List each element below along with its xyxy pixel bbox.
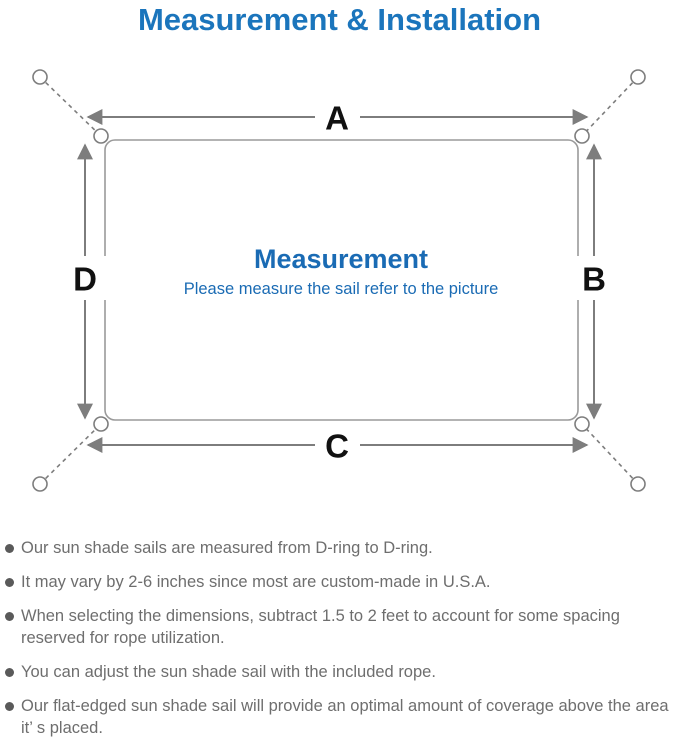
d-ring-top-left-icon — [93, 128, 109, 144]
measurement-diagram: A B C D Measurement Please measure the s… — [0, 60, 679, 520]
list-item: It may vary by 2-6 inches since most are… — [5, 571, 669, 593]
bullet-icon — [5, 668, 14, 677]
diagram-center-heading: Measurement — [254, 244, 428, 274]
note-text: When selecting the dimensions, subtract … — [21, 607, 620, 647]
label-gap-c — [315, 424, 360, 466]
bullet-icon — [5, 612, 14, 621]
list-item: You can adjust the sun shade sail with t… — [5, 661, 669, 683]
d-ring-top-right-icon — [574, 128, 590, 144]
note-text: Our sun shade sails are measured from D-… — [21, 539, 433, 557]
tie-line-bottom-right — [578, 420, 639, 485]
list-item: Our flat-edged sun shade sail will provi… — [5, 695, 669, 739]
dimension-label-a: A — [325, 100, 349, 137]
label-gap-d — [63, 256, 107, 300]
bullet-icon — [5, 544, 14, 553]
list-item: When selecting the dimensions, subtract … — [5, 605, 669, 649]
note-text: You can adjust the sun shade sail with t… — [21, 663, 436, 681]
anchor-ring-top-right-icon — [630, 69, 646, 85]
note-text: Our flat-edged sun shade sail will provi… — [21, 697, 669, 737]
tie-line-bottom-left — [39, 420, 105, 485]
notes-list: Our sun shade sails are measured from D-… — [0, 537, 679, 739]
dimension-label-b: B — [582, 261, 606, 298]
d-ring-bottom-right-icon — [574, 416, 590, 432]
anchor-ring-bottom-left-icon — [32, 476, 48, 492]
anchor-ring-top-left-icon — [32, 69, 48, 85]
list-item: Our sun shade sails are measured from D-… — [5, 537, 669, 559]
anchor-ring-bottom-right-icon — [630, 476, 646, 492]
tie-line-top-left — [39, 76, 105, 140]
sail-diagram-canvas: A B C D Measurement Please measure the s… — [32, 69, 646, 492]
d-ring-bottom-left-icon — [93, 416, 109, 432]
label-gap-a — [315, 96, 360, 138]
bullet-icon — [5, 578, 14, 587]
label-gap-b — [572, 256, 616, 300]
diagram-center-subheading: Please measure the sail refer to the pic… — [184, 280, 499, 298]
tie-line-top-right — [578, 76, 639, 140]
dimension-label-c: C — [325, 428, 349, 465]
note-text: It may vary by 2-6 inches since most are… — [21, 573, 491, 591]
bullet-icon — [5, 702, 14, 711]
page-title: Measurement & Installation — [137, 2, 542, 37]
dimension-label-d: D — [73, 261, 97, 298]
